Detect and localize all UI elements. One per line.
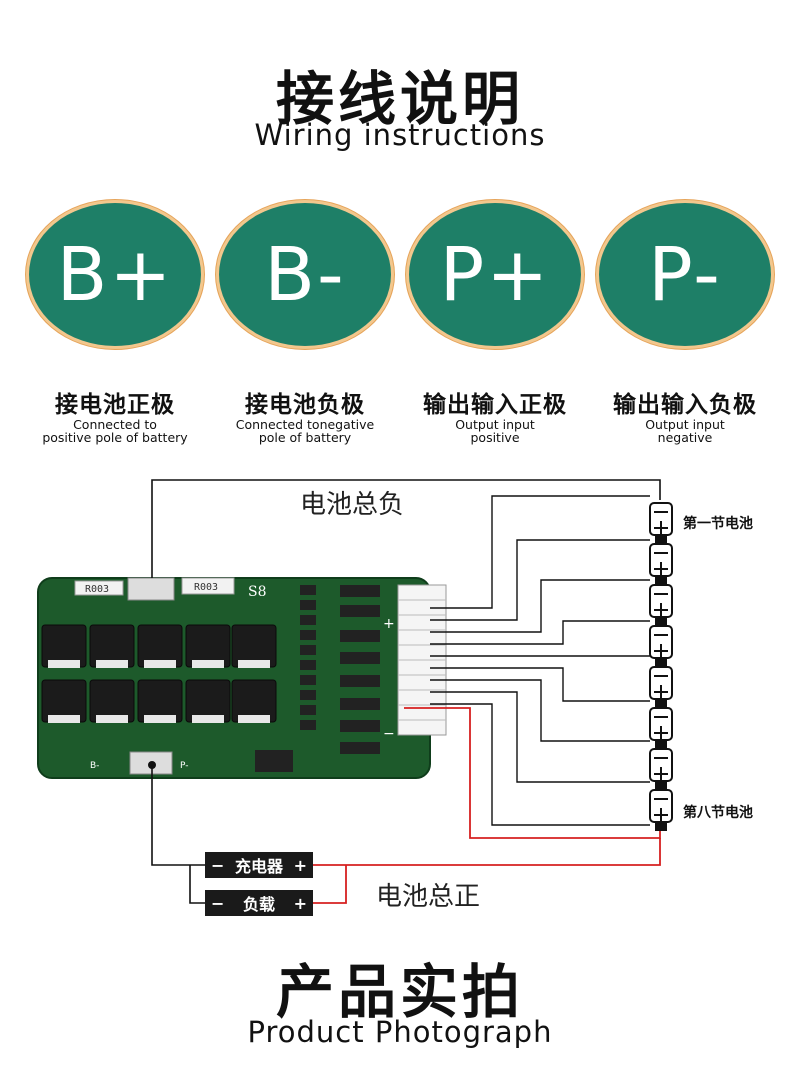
- label-eighth-cell: 第八节电池: [683, 805, 753, 821]
- charger-label: 充电器: [234, 857, 283, 876]
- load-label: 负载: [242, 895, 275, 914]
- terminal-circle-p-minus: P-: [599, 203, 771, 346]
- terminal-symbol: P-: [648, 231, 722, 318]
- terminal-label-cn: 接电池负极: [245, 392, 365, 418]
- minus-icon: −: [211, 855, 225, 875]
- minus-icon: −: [211, 893, 225, 913]
- terminal-symbol: B+: [56, 231, 174, 318]
- label-battery-total-positive: 电池总正: [376, 882, 481, 912]
- resistor-marking: R003: [194, 582, 218, 593]
- board-minus: −: [383, 726, 395, 742]
- terminal-label-cn: 接电池正极: [55, 392, 175, 418]
- load-tag: − 负载 +: [205, 890, 313, 916]
- footer-title-en: Product Photograph: [247, 1015, 553, 1049]
- board-plus: +: [383, 616, 395, 632]
- terminal-label-cn: 输出输入正极: [423, 392, 567, 418]
- plus-icon: +: [293, 855, 307, 875]
- terminal-label-cn: 输出输入负极: [613, 392, 757, 418]
- plus-icon: +: [293, 893, 307, 913]
- terminal-label-en: Connected to positive pole of battery: [42, 417, 188, 445]
- section-title-en: Wiring instructions: [254, 118, 546, 152]
- label-first-cell: 第一节电池: [683, 516, 753, 532]
- terminal-symbol: B-: [264, 231, 346, 318]
- terminal-circle-b-minus: B-: [219, 203, 391, 346]
- board-p-label: P-: [180, 761, 188, 771]
- footer-title-cn: 产品实拍: [275, 958, 524, 1026]
- terminal-label-en: Output input positive: [455, 417, 535, 445]
- resistor-marking: R003: [85, 584, 109, 595]
- terminal-label-en: Output input negative: [645, 417, 725, 445]
- terminal-circle-b-plus: B+: [29, 203, 201, 346]
- board-b-label: B-: [90, 761, 99, 771]
- board-marking-s8: S8: [248, 584, 267, 600]
- charger-tag: − 充电器 +: [205, 852, 313, 878]
- section-title-cn: 接线说明: [275, 65, 524, 133]
- terminal-label-en: Connected tonegative pole of battery: [235, 417, 375, 445]
- label-battery-total-negative: 电池总负: [300, 490, 405, 520]
- terminal-circle-p-plus: P+: [409, 203, 581, 346]
- bms-board: [37, 577, 447, 779]
- terminal-symbol: P+: [439, 231, 551, 318]
